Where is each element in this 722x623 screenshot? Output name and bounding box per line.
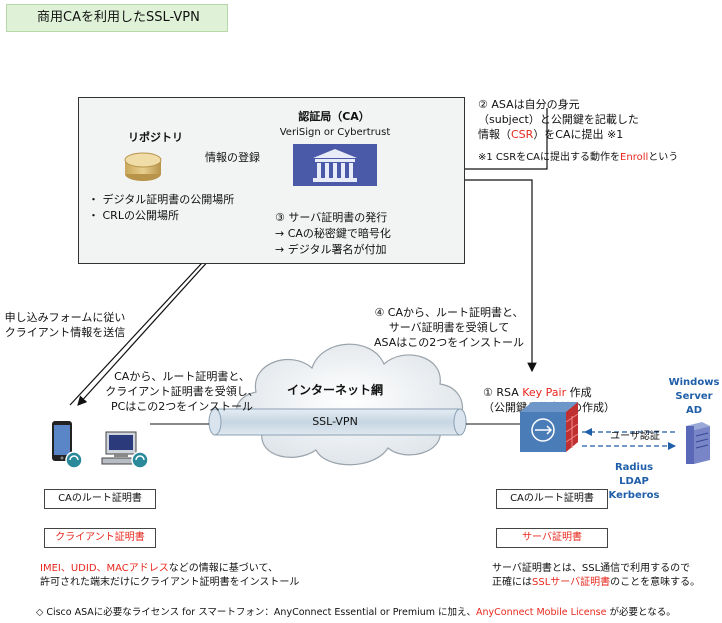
auth-protocol-radius: Radius xyxy=(614,462,654,473)
client-receive-line3: PCはこの2つをインストール xyxy=(110,400,254,413)
client-receive-line1: CAから、ルート証明書と、 xyxy=(114,370,250,383)
client-root-cert-box: CAのルート証明書 xyxy=(44,489,156,509)
client-receive-line2: クライアント証明書を受領し、 xyxy=(105,385,259,398)
footer-note: ◇ Cisco ASAに必要なライセンス for スマートフォン：AnyConn… xyxy=(36,607,676,618)
ca-vendors: VeriSign or Cybertrust xyxy=(279,127,391,138)
auth-protocol-ldap: LDAP xyxy=(619,476,649,487)
pc-icon xyxy=(101,431,149,469)
step2-line2: （subject）と公開鍵を記載した xyxy=(478,113,639,126)
ca-building-icon xyxy=(293,144,377,186)
step4-line3: ASAはこの2つをインストール xyxy=(373,336,524,349)
internet-label: インターネット網 xyxy=(286,383,383,397)
asa-firewall-icon xyxy=(520,402,579,452)
step3-line1: → CAの秘密鍵で暗号化 xyxy=(275,227,391,240)
page-title: 商用CAを利用したSSL-VPN xyxy=(6,4,228,32)
user-auth-label: ユーザ認証 xyxy=(610,431,660,442)
server-line3: AD xyxy=(685,405,703,416)
step2-note: ※1 CSRをCAに提出する動作をEnrollという xyxy=(478,152,679,163)
step1-line1: ① RSA Key Pair 作成 xyxy=(483,386,592,399)
step3-title: ③ サーバ証明書の発行 xyxy=(275,211,388,224)
client-form-line1: 申し込みフォームに従い xyxy=(4,311,126,324)
server-cert-box: サーバ証明書 xyxy=(496,528,608,548)
client-form-line2: クライアント情報を送信 xyxy=(4,326,126,339)
repository-database-icon xyxy=(124,152,162,181)
repository-bullet-2: ・ CRLの公開場所 xyxy=(88,209,179,222)
client-cert-arrow xyxy=(77,247,221,406)
server-note-line2: 正確にはSSLサーバ証明書のことを意味する。 xyxy=(492,577,701,588)
step2-line1: ② ASAは自分の身元 xyxy=(478,98,580,111)
server-icon xyxy=(686,422,710,464)
server-root-cert-box: CAのルート証明書 xyxy=(496,489,608,509)
internet-cloud xyxy=(235,343,463,466)
publish-label: 情報の登録 xyxy=(205,151,260,164)
server-line2: Server xyxy=(675,391,713,402)
step4-line1: ④ CAから、ルート証明書と、 xyxy=(374,306,524,319)
client-note-line2: 許可された端末だけにクライアント証明書をインストール xyxy=(40,577,300,588)
repository-bullet-1: ・ デジタル証明書の公開場所 xyxy=(88,193,235,206)
ssl-vpn-tube xyxy=(208,408,467,436)
server-line1: Windows xyxy=(668,377,720,388)
client-cert-box: クライアント証明書 xyxy=(44,528,156,548)
client-note-line1: IMEI、UDID、MACアドレスなどの情報に基づいて、 xyxy=(40,563,278,574)
auth-protocol-kerberos: Kerberos xyxy=(608,490,660,501)
smartphone-icon xyxy=(52,421,82,469)
step2-line3: 情報（CSR）をCAに提出 ※1 xyxy=(478,128,624,141)
vpn-label: SSL-VPN xyxy=(312,415,358,428)
repository-label: リポジトリ xyxy=(128,131,183,144)
server-note-line1: サーバ証明書とは、SSL通信で利用するので xyxy=(492,563,691,574)
step4-line2: サーバ証明書を受領して xyxy=(388,321,510,334)
step3-line2: → デジタル署名が付加 xyxy=(275,243,387,256)
ca-title: 認証局（CA） xyxy=(298,110,370,123)
